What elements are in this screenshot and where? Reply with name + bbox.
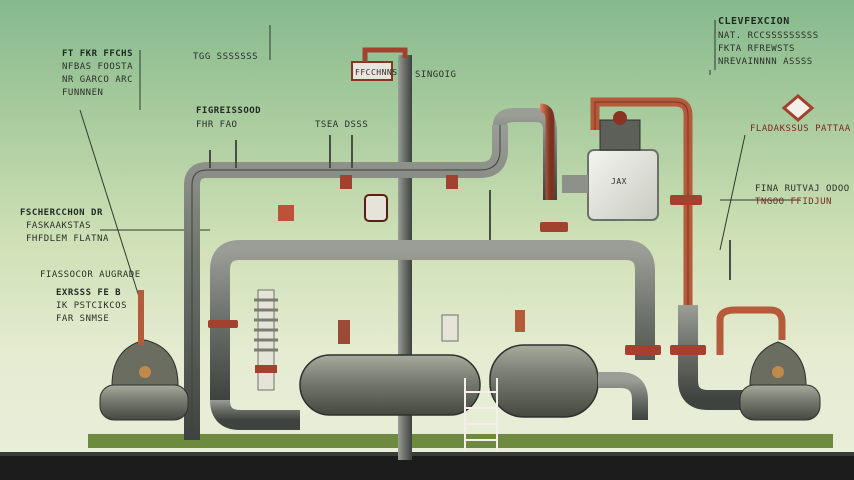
label-top-right-line2: FKTA RFREWSTS [718, 44, 795, 54]
access-ladder [464, 378, 498, 452]
label-tag-b: TSEA DSSS [315, 120, 369, 130]
label-left-low-line4: FAR SNMSE [56, 314, 110, 324]
actuator-cap [613, 111, 627, 125]
label-top-center: TGG SSSSSSS [193, 52, 259, 62]
flanges [208, 175, 706, 373]
label-left-mid-line3: FHFDLEM FLATNA [26, 234, 109, 244]
copper-riser-left [539, 103, 555, 200]
control-unit-inlet [562, 175, 588, 193]
middle-loop-pipe [210, 240, 655, 400]
label-right-mid: FLADAKSSUS PATTAA [750, 124, 851, 134]
label-top-left-line3: NR GARCO ARC [62, 75, 134, 85]
label-right-low-line1: FINA RUTVAJ ODOO [755, 184, 850, 194]
label-left-low-line3: IK PSTCIKCOS [56, 301, 128, 311]
control-unit-actuator [599, 119, 641, 151]
label-top-left-line4: FUNNNEN [62, 88, 104, 98]
label-tag-a-line1: FIGREISSOOD [196, 106, 262, 116]
riser-top-bend [362, 47, 408, 62]
horizontal-tank-right [489, 344, 599, 418]
left-domed-unit [99, 290, 189, 421]
label-top-right-heading: CLEVFEXCION [718, 16, 790, 27]
tank-outlet-pipe [598, 372, 648, 420]
label-top-left-line1: FT FKR FFCHS [62, 49, 134, 59]
gauge-stems [209, 135, 731, 280]
spring-coils [254, 298, 278, 352]
label-left-low-line1: FIASSOCOR AUGRADE [40, 270, 141, 280]
upper-header-outline [191, 125, 501, 440]
right-domed-unit [739, 341, 821, 421]
label-top-right-line3: NREVAINNNN ASSSS [718, 57, 813, 67]
leader-lines [79, 20, 800, 301]
label-top-tag: SINGOIG [415, 70, 457, 80]
label-left-low-line2: EXRSSS FE B [56, 288, 122, 298]
label-tag-a-line2: FHR FAO [196, 120, 238, 130]
right-copper-hook [716, 306, 786, 355]
right-lower-pipe [678, 305, 800, 410]
label-top-left-line2: NFBAS FOOSTA [62, 62, 134, 72]
tank-inlet-pipe [210, 399, 300, 430]
horizontal-tank-left [299, 354, 481, 416]
riser-header-box [351, 61, 393, 81]
warning-sign-icon [781, 94, 815, 122]
label-valve-tag: FFCCHNNS [355, 68, 398, 77]
label-control-unit-plate: JAX [611, 177, 627, 186]
label-left-mid-line2: FASKAAKSTAS [26, 221, 92, 231]
copper-loop-outline [594, 101, 689, 305]
label-right-low-line2: TNGOO FFIDJUN [755, 197, 832, 207]
base-slab [0, 455, 854, 480]
label-left-mid-line1: FSCHERCCHON DR [20, 208, 103, 218]
ground-strip [88, 434, 833, 448]
base-edge [0, 452, 854, 456]
valves [278, 194, 525, 344]
label-top-right-line1: NAT. RCCSSSSSSSSS [718, 31, 819, 41]
